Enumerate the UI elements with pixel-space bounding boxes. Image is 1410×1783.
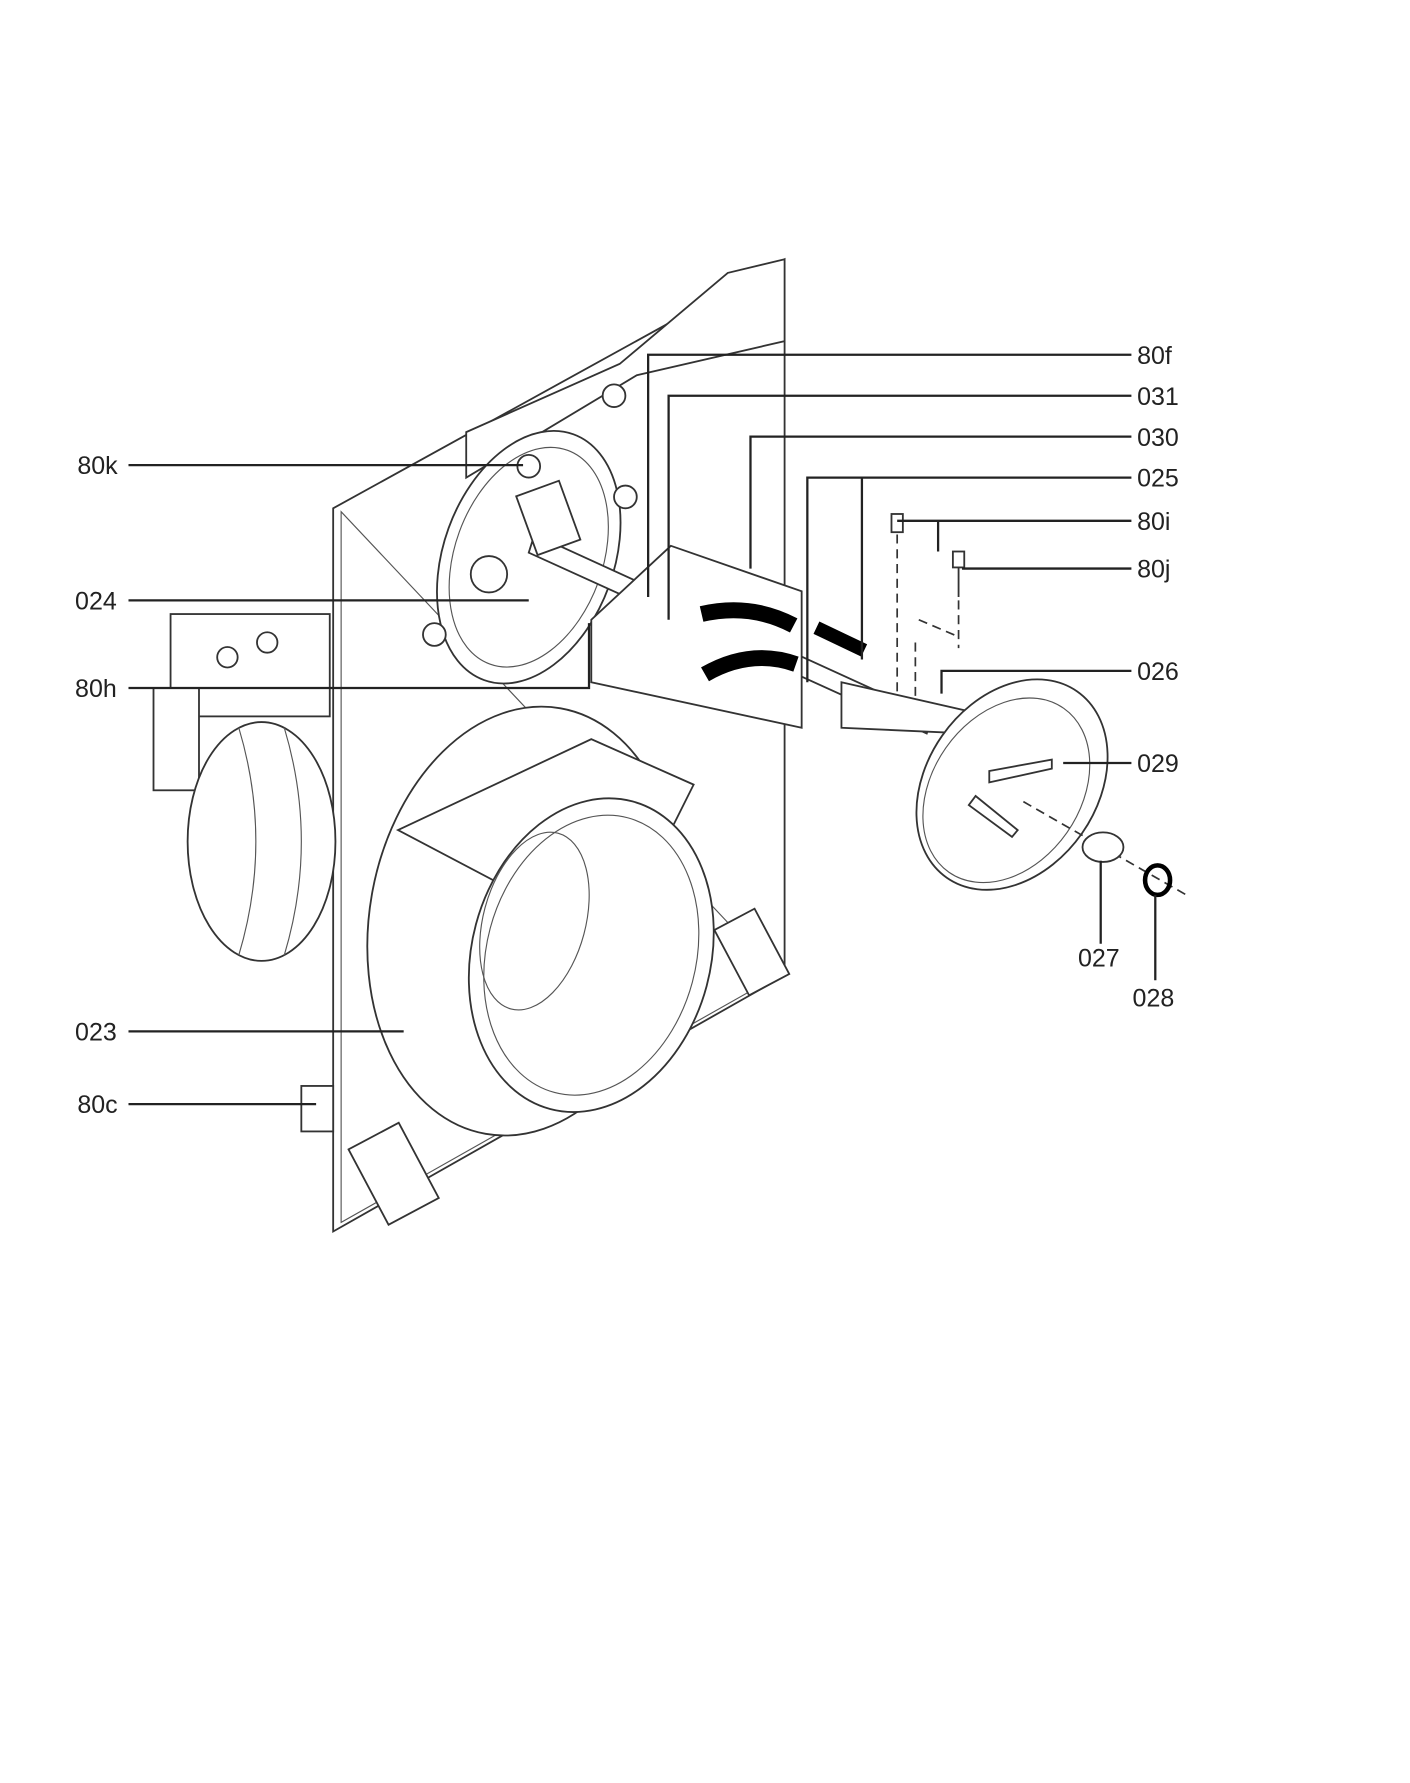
nozzle <box>1081 831 1125 863</box>
callout-030: 030 <box>1137 424 1179 452</box>
callout-023: 023 <box>75 1018 117 1046</box>
callout-031: 031 <box>1137 383 1179 411</box>
callout-026: 026 <box>1137 658 1179 686</box>
callout-029: 029 <box>1137 750 1179 778</box>
screws <box>890 513 966 696</box>
blower-housing <box>366 705 715 1137</box>
motor <box>152 613 337 1133</box>
callout-80k: 80k <box>77 452 118 480</box>
callout-80j: 80j <box>1137 556 1170 584</box>
callout-80h: 80h <box>75 675 117 703</box>
callout-024: 024 <box>75 588 117 616</box>
callout-80c: 80c <box>77 1091 117 1119</box>
callout-80f: 80f <box>1137 342 1172 370</box>
shaft-assembly <box>515 479 968 735</box>
leader-lines <box>128 353 1157 1106</box>
callout-027: 027 <box>1078 945 1120 973</box>
callout-025: 025 <box>1137 465 1179 493</box>
callout-80i: 80i <box>1137 508 1170 536</box>
o-ring <box>1142 863 1173 898</box>
air-disc <box>915 678 1189 897</box>
callout-028: 028 <box>1133 984 1175 1012</box>
